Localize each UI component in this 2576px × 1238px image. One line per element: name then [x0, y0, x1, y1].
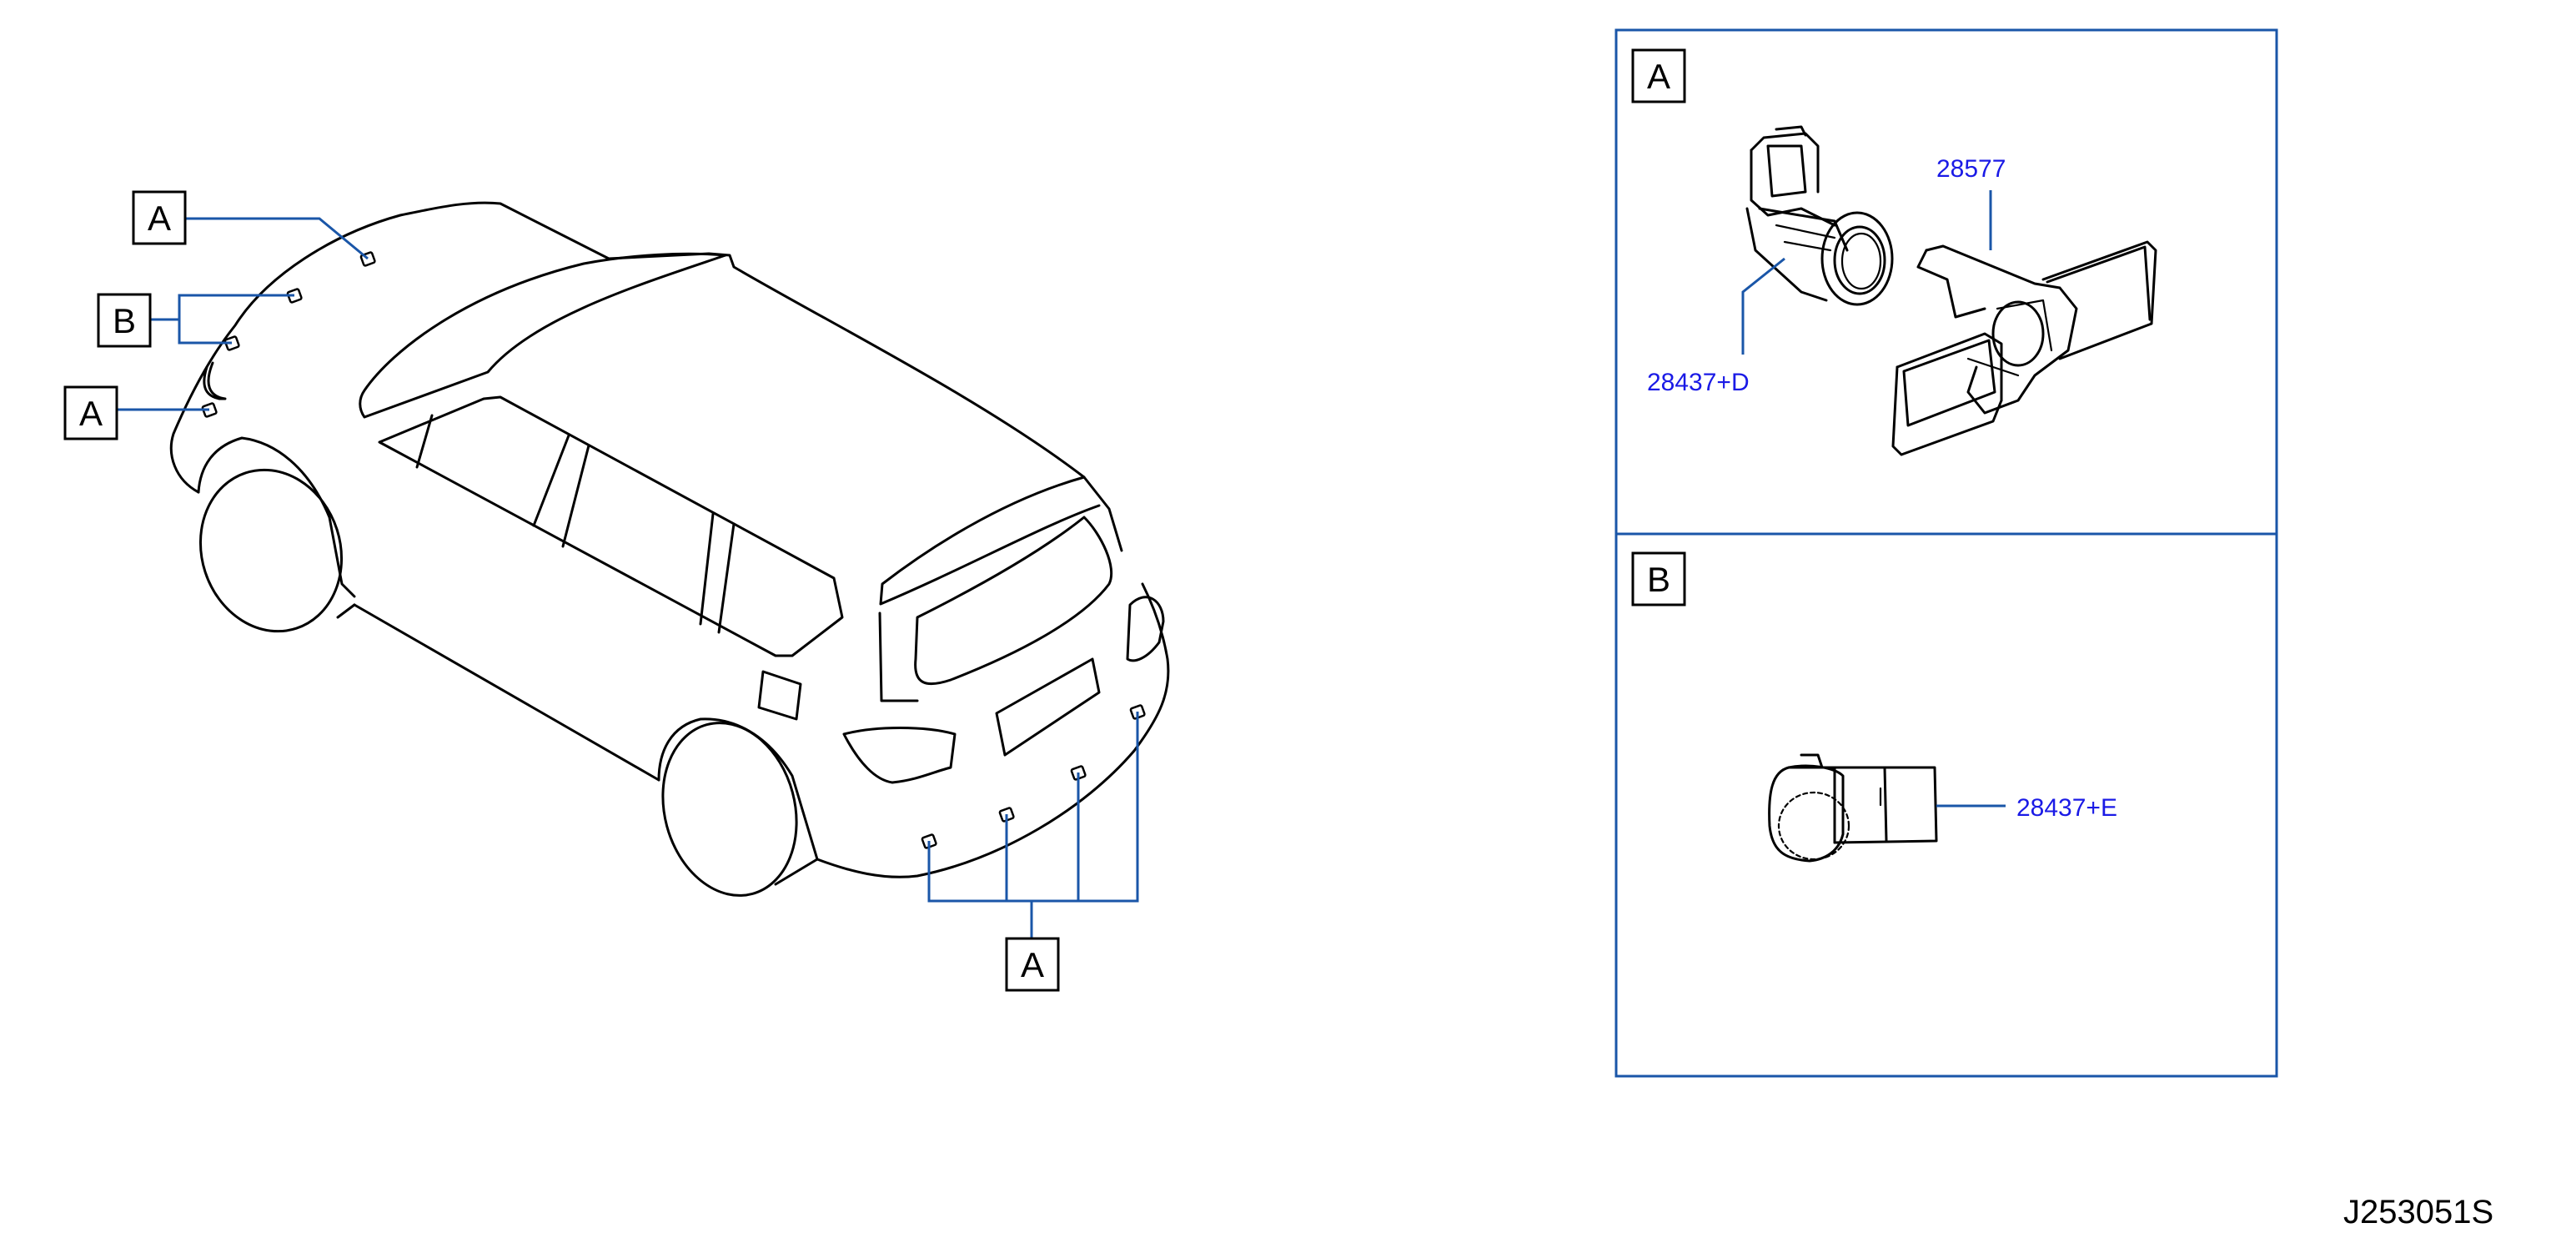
callout-a-rear-label: A: [1021, 945, 1044, 984]
callout-b-label: B: [113, 301, 136, 340]
vehicle-outline: [169, 201, 1170, 897]
sensor-a-front-lower: [201, 402, 218, 418]
vehicle-leader-lines: [117, 217, 1139, 939]
panel-a-label: A: [1647, 57, 1670, 96]
diagram-code: J253051S: [2343, 1194, 2493, 1230]
part-number-28577: 28577: [1936, 155, 2006, 183]
callout-a-top: A: [132, 190, 187, 245]
part-number-28437-e: 28437+E: [2016, 794, 2117, 822]
panel-b: B 28437+E: [1631, 551, 2117, 863]
panel-b-label: B: [1647, 560, 1670, 599]
panel-a: A 28437+D: [1631, 48, 2157, 456]
callout-a-middle-label: A: [79, 394, 103, 433]
callout-a-middle: A: [63, 385, 118, 440]
callout-a-rear: A: [1005, 937, 1060, 992]
callout-b: B: [97, 293, 152, 348]
part-number-28437-d: 28437+D: [1647, 369, 1750, 396]
callout-a-top-label: A: [148, 199, 171, 238]
vehicle-sensors: [201, 251, 1146, 849]
sensor-d-illustration: [1745, 125, 1894, 306]
bracket-illustration: [1891, 240, 2157, 456]
sensor-e-illustration: [1768, 753, 1938, 863]
detail-panels: [1614, 28, 2278, 1078]
sensor-b-lower: [223, 335, 240, 351]
leader-sensor-d: [1741, 257, 1785, 355]
sensor-b-upper: [286, 288, 303, 304]
